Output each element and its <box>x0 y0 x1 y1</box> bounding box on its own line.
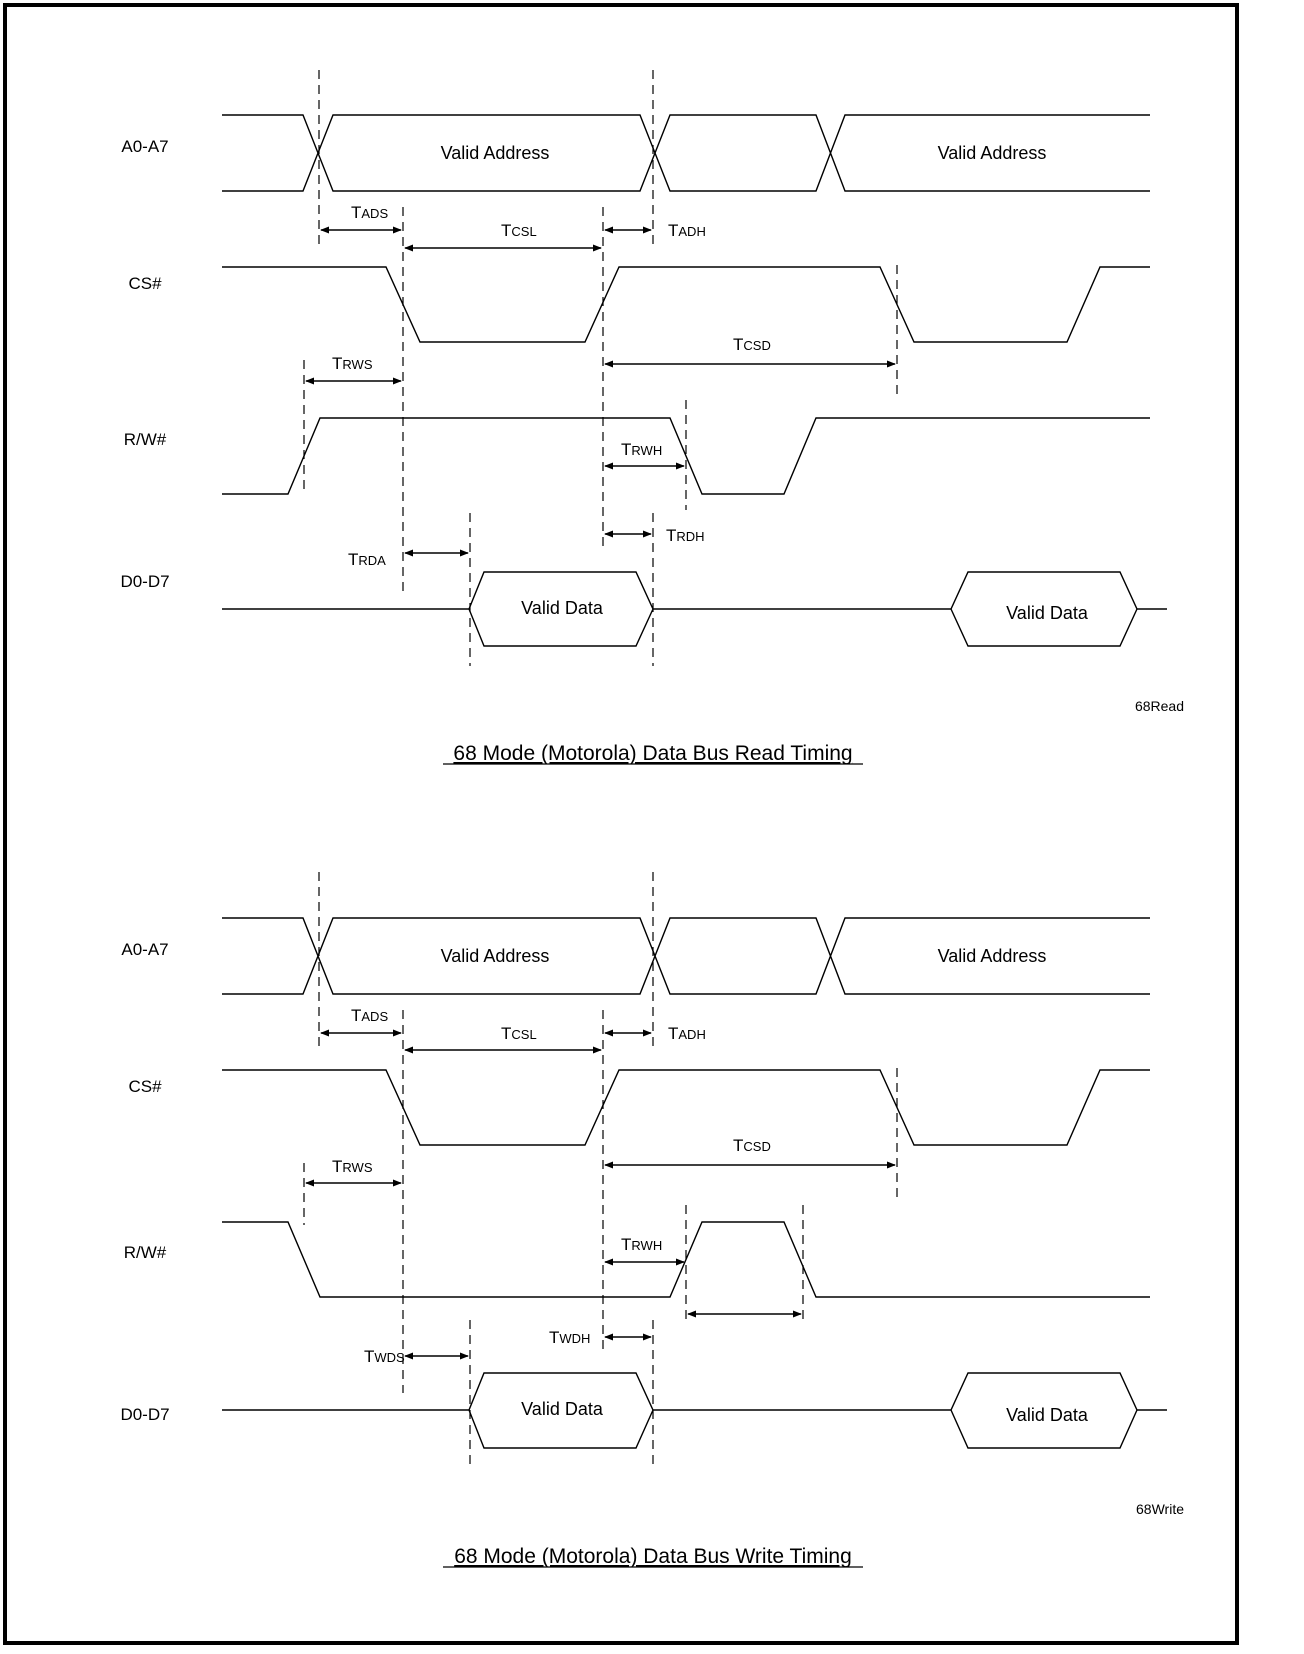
figure-tag: 68Read <box>1135 698 1184 714</box>
read-timing-diagram: A0-A7 CS# R/W# D0-D7 Valid Address Valid… <box>120 70 1184 765</box>
trws-label: TRWS <box>332 354 373 373</box>
addr-waveform <box>222 114 1150 192</box>
valid-data-label: Valid Data <box>1006 603 1089 623</box>
signal-label-rw: R/W# <box>124 1243 167 1262</box>
valid-data-label: Valid Data <box>521 1399 604 1419</box>
valid-address-label: Valid Address <box>938 946 1047 966</box>
diagram-frame <box>3 3 1239 1645</box>
signal-label-cs: CS# <box>128 274 162 293</box>
valid-address-label: Valid Address <box>441 946 550 966</box>
trwh-label: TRWH <box>621 1235 662 1254</box>
signal-label-rw: R/W# <box>124 430 167 449</box>
diagram-caption: 68 Mode (Motorola) Data Bus Read Timing <box>453 742 852 765</box>
trdh-label: TRDH <box>666 526 705 545</box>
tads-label: TADS <box>351 1006 388 1025</box>
valid-data-label: Valid Data <box>1006 1405 1089 1425</box>
addr-waveform <box>222 917 1150 995</box>
tcsd-label: TCSD <box>733 1136 771 1155</box>
signal-label-addr: A0-A7 <box>121 137 168 156</box>
twds-label: TWDS <box>364 1347 405 1366</box>
rw-waveform <box>222 417 1150 495</box>
figure-tag: 68Write <box>1136 1501 1184 1517</box>
signal-label-data: D0-D7 <box>120 572 169 591</box>
tcsl-label: TCSL <box>501 1024 537 1043</box>
valid-address-label: Valid Address <box>441 143 550 163</box>
trwh-label: TRWH <box>621 440 662 459</box>
data-waveform <box>222 571 1167 647</box>
write-timing-diagram: A0-A7 CS# R/W# D0-D7 Valid Address Valid… <box>120 872 1184 1568</box>
twdh-label: TWDH <box>549 1328 590 1347</box>
rw-waveform <box>222 1221 1150 1298</box>
valid-address-label: Valid Address <box>938 143 1047 163</box>
cs-waveform <box>222 1069 1150 1146</box>
cs-waveform <box>222 266 1150 343</box>
trda-label: TRDA <box>348 550 386 569</box>
data-waveform <box>222 1372 1167 1449</box>
tcsl-label: TCSL <box>501 221 537 240</box>
tcsd-label: TCSD <box>733 335 771 354</box>
signal-label-data: D0-D7 <box>120 1405 169 1424</box>
valid-data-label: Valid Data <box>521 598 604 618</box>
tads-label: TADS <box>351 203 388 222</box>
signal-label-addr: A0-A7 <box>121 940 168 959</box>
tadh-label: TADH <box>668 1024 706 1043</box>
tadh-label: TADH <box>668 221 706 240</box>
diagram-caption: 68 Mode (Motorola) Data Bus Write Timing <box>454 1545 852 1568</box>
trws-label: TRWS <box>332 1157 373 1176</box>
signal-label-cs: CS# <box>128 1077 162 1096</box>
